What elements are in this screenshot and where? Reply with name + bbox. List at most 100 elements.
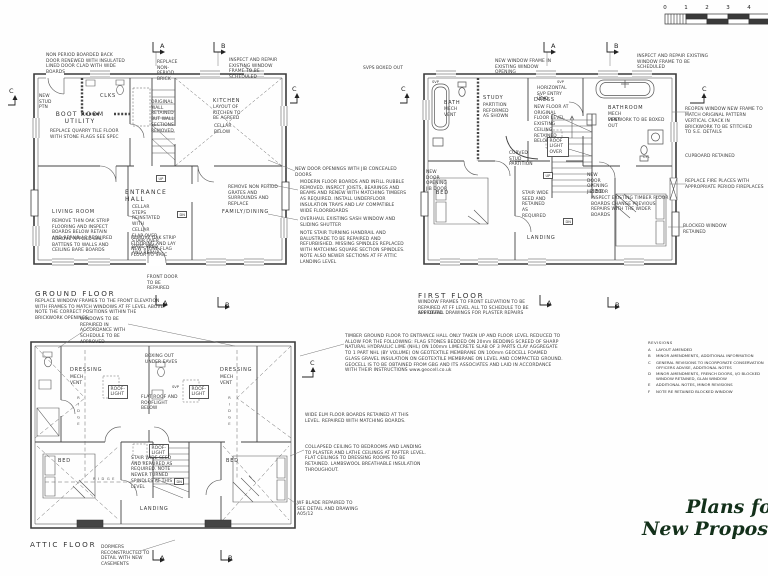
scale-tick-3: 3 bbox=[726, 5, 730, 11]
ff-curved-partition bbox=[506, 136, 538, 159]
note-boxing-out: BOXING OUT UNDER EAVES bbox=[145, 354, 178, 365]
note-rooflight-2: ROOF- LIGHT bbox=[189, 385, 209, 400]
room-label-living-room: LIVING ROOM bbox=[52, 209, 95, 215]
gf-stair-dn-label: DN bbox=[177, 211, 188, 218]
at-stairs bbox=[153, 448, 189, 498]
drawing-title-line2: New Proposed Layout bbox=[642, 518, 768, 540]
note-curved-stud: CURVED STUD PARTITION bbox=[509, 151, 533, 168]
revisions-block: REVISIONS A LAYOUT AMENDED 08-20 B MINOR… bbox=[648, 340, 768, 396]
revision-row: A LAYOUT AMENDED 08-20 bbox=[648, 346, 768, 353]
revision-id: E bbox=[648, 382, 651, 388]
first-floor-title: FIRST FLOOR bbox=[418, 291, 485, 300]
note-gf-back-door: NON PERIOD BOARDED BACK DOOR RENEWED WIT… bbox=[46, 53, 125, 76]
scale-bar-graphic bbox=[664, 13, 768, 25]
note-rooflight-3: ROOF- LIGHT bbox=[149, 444, 169, 459]
note-ff-svp-1: SVP bbox=[432, 80, 439, 84]
note-gf-cellar-below: CELLAR BELOW bbox=[214, 124, 232, 135]
ground-floor-title: GROUND FLOOR bbox=[35, 289, 116, 298]
room-label-dress: DRESS bbox=[534, 97, 555, 103]
room-label-attic-bed-right: BED bbox=[226, 458, 239, 464]
note-gf-kitchen-layout: LAYOUT OF KITCHEN TO BE AGREED bbox=[213, 105, 241, 122]
note-svps-boxed-out: SVPS BOXED OUT bbox=[363, 66, 404, 71]
note-pipework: PIPEWORK TO BE BOXED OUT bbox=[608, 118, 665, 129]
revisions-header: REVISIONS bbox=[648, 340, 673, 345]
revision-row: E ADDITIONAL NOTES, MINOR REVISIONS bbox=[648, 382, 768, 388]
room-label-family-dining: FAMILY/DINING bbox=[222, 209, 270, 215]
revision-id: F bbox=[648, 388, 651, 394]
revision-id: D bbox=[648, 370, 651, 376]
note-partition-reformed: PARTITION REFORMED AS SHOWN bbox=[483, 103, 509, 120]
note-blocked-window: BLOCKED WINDOW RETAINED bbox=[683, 224, 727, 235]
attic-stair-dn-label: DN bbox=[174, 478, 185, 485]
at-beds bbox=[43, 454, 287, 502]
room-label-kitchen: KITCHEN bbox=[213, 98, 241, 104]
revision-text: MINOR AMENDMENTS, ADDITIONAL INFORMATION bbox=[656, 353, 754, 359]
note-ff-inspect-frame: INSPECT AND REPAIR EXISTING WINDOW FRAME… bbox=[637, 54, 709, 71]
revision-text: ADDITIONAL NOTES, MINOR REVISIONS bbox=[656, 382, 733, 388]
ff-doors bbox=[464, 102, 615, 232]
revision-date: 08-20 bbox=[764, 348, 768, 353]
at-roof-lines bbox=[35, 346, 291, 520]
revision-id: A bbox=[648, 346, 651, 352]
note-bath-mech-vent: MECH VENT bbox=[444, 107, 458, 118]
note-elm-boards: WIDE ELM FLOOR BOARDS RETAINED AT THIS L… bbox=[305, 413, 409, 424]
revision-date bbox=[764, 372, 768, 382]
note-jib-doors: NEW DOOR OPENINGS WITH JIB CONCEALED DOO… bbox=[295, 167, 397, 178]
at-doors bbox=[61, 400, 221, 496]
note-new-floor: NEW FLOOR AT ORIGINAL FLOOR LEVEL EXISTI… bbox=[534, 105, 569, 145]
room-label-bathroom: BATHROOM bbox=[608, 105, 644, 111]
note-attic-stair: STAIR WIDE SEED AND REPAIRED AS REQUIRED… bbox=[131, 456, 173, 490]
room-label-dressing-left: DRESSING bbox=[70, 367, 103, 373]
revision-date: 12-20 bbox=[764, 354, 768, 359]
note-gf-eml: REMOVE APPLIED EML BATTENS TO WALLS AND … bbox=[52, 237, 109, 254]
gf-stud-partitions bbox=[82, 78, 130, 114]
revision-date bbox=[764, 383, 768, 388]
scale-tick-0: 0 bbox=[663, 5, 667, 11]
room-label-attic-landing: LANDING bbox=[140, 506, 169, 512]
room-label-bath: BATH bbox=[444, 100, 461, 106]
note-gf-orig-wall: ORIGINAL WALL RETAINED BUT WALL SECTIONS… bbox=[151, 100, 175, 134]
note-reopen-window: REOPEN WINDOW NEW FRAME TO MATCH ORIGINA… bbox=[685, 107, 763, 118]
note-gf-oak-strip: REMOVE THIN OAK STRIP FLOORING AND INSPE… bbox=[52, 219, 113, 242]
gf-doors bbox=[46, 70, 214, 266]
note-jib-door-right: NEW DOOR OPENING JIB DOOR bbox=[587, 173, 609, 196]
drawing-title-line1: Plans for bbox=[686, 496, 768, 518]
note-gf-grates: REMOVE NON PERIOD GRATES AND SURROUNDS A… bbox=[228, 185, 278, 208]
note-gf-cellar-steps: CELLAR STEPS REINSTATED WITH CELLAR FLAP… bbox=[132, 205, 161, 256]
note-cupboard: CUPBOARD RETAINED bbox=[685, 154, 735, 159]
note-collapsed-ceiling: COLLAPSED CEILING TO BEDROOMS AND LANDIN… bbox=[305, 445, 426, 473]
note-limecrete: TIMBER GROUND FLOOR TO ENTRANCE HALL ONL… bbox=[345, 334, 563, 374]
at-dormers bbox=[77, 520, 231, 527]
revision-row: F NOTE RE RETAINED BLOCKED WINDOW 02-22 bbox=[648, 388, 768, 395]
revision-text: GENERAL REVISIONS TO INCORPORATE CONSERV… bbox=[656, 359, 764, 370]
note-fireplaces: REPLACE FIRE PLACES WITH APPROPRIATE PER… bbox=[685, 179, 764, 190]
ff-stair-up-label: UP bbox=[543, 172, 553, 179]
note-gf-quarry: REPLACE QUARRY TILE FLOOR WITH STONE FLA… bbox=[50, 129, 119, 140]
revision-id: C bbox=[648, 359, 651, 365]
revision-date: 02-22 bbox=[764, 390, 768, 395]
ridge-label-horizontal: RIDGE bbox=[93, 477, 117, 481]
gf-cellar-cross bbox=[175, 78, 282, 166]
note-gf-stone-flag: REMOVE OAK STRIP FLOORING AND LAY NEW ST… bbox=[131, 236, 176, 259]
note-gf-new-stud: NEW STUD PTN bbox=[39, 94, 52, 111]
note-timber-boards: INSPECT EXISTING TIMBER FLOOR BOARDS CHA… bbox=[591, 196, 669, 219]
first-floor-title-note2: SEE DETAIL DRAWINGS FOR PLASTER REPAIRS bbox=[418, 311, 524, 316]
attic-floor-title: ATTIC FLOOR bbox=[30, 540, 97, 549]
note-ff-svp-2: SVP bbox=[557, 80, 564, 84]
gf-clks-fixtures bbox=[86, 80, 124, 95]
note-stair-wide: STAIR WIDE SEED AND RETAINED AS REQUIRED bbox=[522, 191, 549, 219]
note-floor-boards: MODERN FLOOR BOARDS AND INFILL RUBBLE RE… bbox=[300, 180, 407, 214]
revision-date bbox=[764, 361, 768, 371]
note-roof-light-over: ROOF LIGHT OVER bbox=[547, 137, 569, 158]
scale-tick-1: 1 bbox=[684, 5, 688, 11]
first-floor-title-note: WINDOW FRAMES TO FRONT ELEVATION TO BE R… bbox=[418, 300, 529, 317]
note-gf-front-door: FRONT DOOR TO BE REPAIRED bbox=[147, 275, 178, 292]
room-label-study: STUDY bbox=[483, 95, 504, 101]
revision-text: MINOR AMENDMENTS, FRENCH DOORS, I/O BLOC… bbox=[656, 370, 761, 381]
note-stair-handrail: NOTE STAIR TURNING HANDRAIL AND BALUSTRA… bbox=[300, 231, 405, 265]
at-partitions bbox=[35, 346, 291, 524]
note-wf-blade: WF BLADE REPAIRED TO SEE DETAIL AND DRAW… bbox=[297, 501, 358, 518]
note-sash: OVERHAUL EXISTING SASH WINDOW AND SLIDIN… bbox=[300, 217, 396, 228]
note-bathroom-mech-vent: MECH VENT bbox=[608, 112, 622, 123]
note-dressing-left-vent: MECH VENT bbox=[70, 375, 84, 386]
